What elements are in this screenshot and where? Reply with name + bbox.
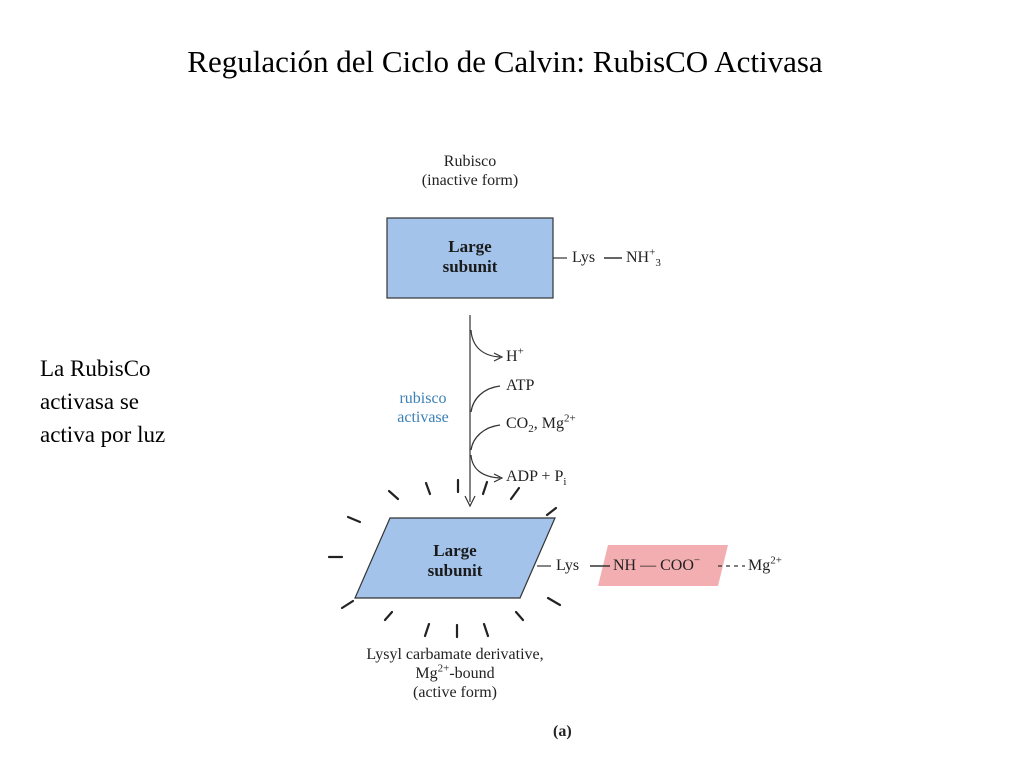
atp-in-curve bbox=[470, 385, 501, 413]
ray bbox=[383, 610, 394, 622]
enzyme-label: rubisco activase bbox=[378, 389, 468, 427]
inactive-caption: Rubisco (inactive form) bbox=[395, 152, 545, 190]
nh3-charge: + bbox=[649, 246, 656, 259]
lys-label-bottom: Lys bbox=[556, 557, 580, 574]
mg-charge: 2+ bbox=[770, 554, 782, 567]
enzyme-label-line: activase bbox=[397, 409, 449, 426]
inactive-caption-line: (inactive form) bbox=[421, 172, 519, 189]
subunit-label-line: subunit bbox=[442, 257, 498, 276]
ray bbox=[514, 610, 525, 622]
side-note-line: activa por luz bbox=[40, 422, 166, 447]
side-note-line: activasa se bbox=[40, 389, 139, 414]
ray bbox=[546, 596, 562, 607]
mg-charge: 2+ bbox=[563, 412, 576, 425]
enzyme-label-line: rubisco bbox=[399, 390, 447, 407]
activation-rays bbox=[327, 478, 562, 639]
nh3-subscript: 3 bbox=[655, 257, 661, 270]
ray bbox=[423, 622, 431, 638]
atp-label: ATP bbox=[506, 377, 535, 394]
co2-mg-label: CO2, Mg2+ bbox=[506, 412, 576, 436]
nh3-label: NH+3 bbox=[626, 246, 661, 270]
active-caption-line: (active form) bbox=[413, 684, 497, 701]
carbamate-charge: − bbox=[693, 554, 701, 567]
proton-label: H+ bbox=[506, 345, 524, 366]
ray bbox=[424, 481, 432, 496]
ray bbox=[346, 515, 362, 524]
active-caption-line: Lysyl carbamate derivative, bbox=[366, 646, 544, 663]
subunit-label-line: Large bbox=[433, 541, 477, 560]
proton-charge: + bbox=[517, 345, 524, 358]
lys-label-top: Lys bbox=[572, 249, 596, 266]
proton-text: H bbox=[506, 348, 518, 365]
nh3-text: NH bbox=[626, 249, 650, 266]
side-note: La RubisCo activasa se activa por luz bbox=[40, 352, 165, 451]
inactive-subunit-box bbox=[386, 217, 554, 299]
pi-subscript: i bbox=[563, 476, 567, 489]
ray bbox=[340, 599, 355, 610]
co2-text: CO bbox=[506, 415, 529, 432]
ray bbox=[509, 486, 521, 501]
panel-label: (a) bbox=[553, 723, 572, 740]
mg-label: Mg2+ bbox=[748, 554, 782, 575]
carbamate-highlight bbox=[598, 545, 728, 586]
mg-text: Mg bbox=[748, 557, 771, 574]
ray bbox=[481, 480, 489, 496]
slide-title: Regulación del Ciclo de Calvin: RubisCO … bbox=[187, 44, 823, 79]
subunit-label-line: subunit bbox=[427, 561, 483, 580]
active-caption-bound: -bound bbox=[449, 665, 495, 682]
adp-out-curve bbox=[470, 454, 501, 479]
subunit-label-line: Large bbox=[448, 237, 492, 256]
co2-mg-text: , Mg bbox=[533, 415, 564, 432]
co2-in-curve bbox=[470, 424, 501, 451]
adp-text: ADP + P bbox=[506, 468, 564, 485]
side-note-line: La RubisCo bbox=[40, 356, 151, 381]
active-caption-line: Mg2+-bound bbox=[305, 662, 605, 683]
carbamate-text: NH — COO bbox=[613, 557, 694, 574]
co2-subscript: 2 bbox=[528, 423, 534, 436]
active-subunit-label: Large subunit bbox=[372, 541, 538, 581]
adp-pi-label: ADP + Pi bbox=[506, 467, 567, 489]
h-out-arrowhead bbox=[493, 352, 504, 362]
inactive-caption-line: Rubisco bbox=[443, 153, 497, 170]
h-out-curve bbox=[470, 329, 501, 358]
inactive-subunit-label: Large subunit bbox=[387, 237, 553, 277]
reaction-arrowhead bbox=[464, 495, 476, 508]
active-caption: Lysyl carbamate derivative, Mg2+-bound (… bbox=[305, 645, 605, 702]
mg-charge: 2+ bbox=[437, 662, 450, 675]
ray bbox=[387, 489, 400, 501]
carbamate-label: NH — COO− bbox=[613, 554, 701, 575]
adp-out-arrowhead bbox=[493, 473, 504, 483]
ray bbox=[482, 622, 490, 638]
ray bbox=[545, 506, 558, 517]
active-subunit-shape bbox=[354, 517, 556, 599]
active-caption-mg: Mg bbox=[415, 665, 438, 682]
